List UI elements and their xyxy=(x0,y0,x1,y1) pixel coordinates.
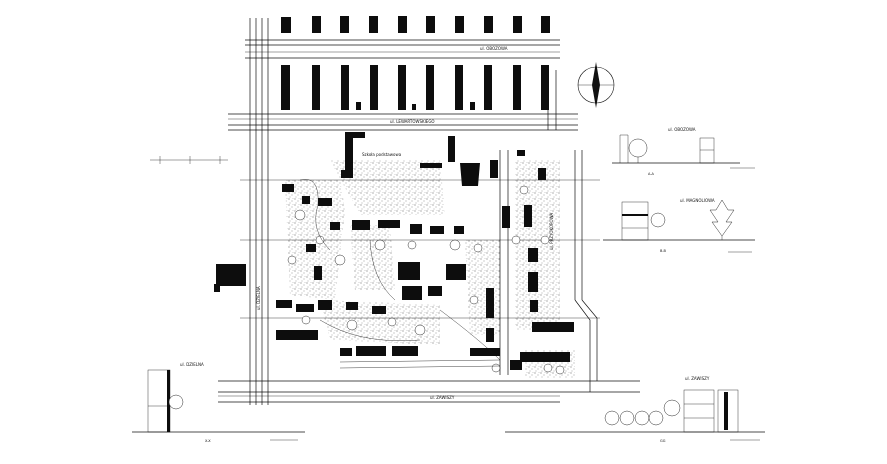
street-label-bottom: ul. ZAWISZY xyxy=(430,395,455,400)
street-label-mid: ul. LEWARTOWSKIEGO xyxy=(390,119,435,124)
section-aa-street: ul. OBOZOWA xyxy=(668,127,696,132)
section-xx: ul. DZIELNA X-X xyxy=(132,362,305,443)
section-bb-street: ul. MAGNOLIOWA xyxy=(680,198,715,203)
section-xx-label: X-X xyxy=(205,439,211,443)
school-complex xyxy=(341,132,525,186)
north-arrow-icon xyxy=(577,62,615,108)
slab-building-row xyxy=(281,65,549,110)
footpaths xyxy=(299,179,501,369)
section-aa: ul. OBOZOWA A-A xyxy=(612,127,755,176)
section-gg: ul. ZAWISZY GG xyxy=(505,376,765,443)
tree-canopies xyxy=(287,185,565,375)
street-label-top: ul. OBOZOWA xyxy=(480,46,508,51)
section-bb: ul. MAGNOLIOWA B-B xyxy=(603,198,755,253)
school-label: Szkoła podstawowa xyxy=(362,152,402,157)
top-building-row xyxy=(281,16,550,33)
section-xx-street: ul. DZIELNA xyxy=(180,362,204,367)
street-label-west: ul. DZIELNA xyxy=(256,286,261,310)
estate-buildings xyxy=(214,168,574,370)
section-bb-label: B-B xyxy=(660,249,667,253)
section-gg-street: ul. ZAWISZY xyxy=(685,376,710,381)
section-aa-label: A-A xyxy=(648,172,655,176)
section-gg-label: GG xyxy=(660,439,666,443)
estate-greenery xyxy=(285,160,575,378)
street-label-east: ul. PRZYOKOPOWA xyxy=(549,213,554,250)
